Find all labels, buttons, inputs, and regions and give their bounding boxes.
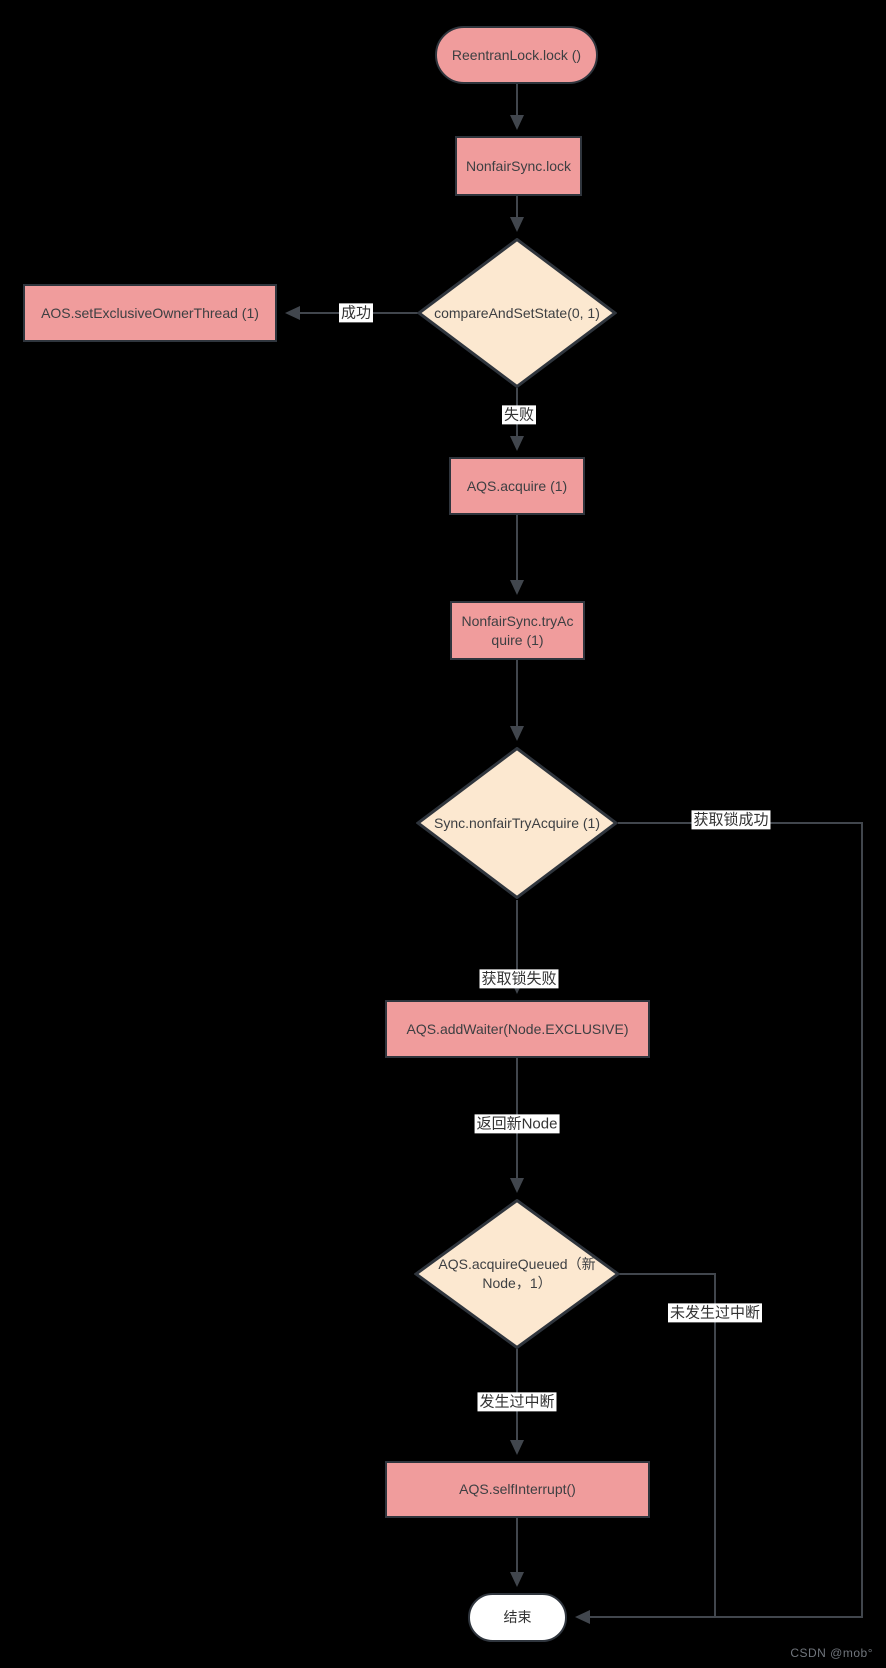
node-nonfairsync-lock-label: NonfairSync.lock xyxy=(465,157,572,174)
edge-label-no-interrupt: 未发生过中断 xyxy=(667,1303,763,1323)
node-nonfairsync-tryacquire: NonfairSync.tryAcquire (1) xyxy=(450,601,585,660)
edge-label-interrupted: 发生过中断 xyxy=(477,1392,557,1412)
node-aqs-acquire: AQS.acquire (1) xyxy=(449,457,585,515)
node-aqs-acquirequeued: AQS.acquireQueued（新Node，1） xyxy=(414,1199,620,1349)
diamond-shape xyxy=(416,747,618,899)
node-aqs-selfinterrupt-label: AQS.selfInterrupt() xyxy=(459,1481,576,1498)
edge-label-return-new-node: 返回新Node xyxy=(474,1114,560,1134)
edge-label-success: 成功 xyxy=(338,303,374,323)
node-aqs-addwaiter: AQS.addWaiter(Node.EXCLUSIVE) xyxy=(385,1000,650,1058)
node-sync-nonfairtryacquire-label: Sync.nonfairTryAcquire (1) xyxy=(434,814,600,831)
node-sync-nonfairtryacquire: Sync.nonfairTryAcquire (1) xyxy=(416,747,618,899)
diamond-shape xyxy=(414,1199,620,1349)
node-reentranlock-lock: ReentranLock.lock () xyxy=(435,26,598,84)
node-nonfairsync-tryacquire-label: NonfairSync.tryAcquire (1) xyxy=(461,612,574,648)
diamond-shape xyxy=(417,238,617,388)
edge-acquirequeued-to-end xyxy=(618,1273,716,1616)
node-compareandsetstate-label: compareAndSetState(0, 1) xyxy=(434,304,600,321)
node-aos-setexclusiveownerthread-label: AOS.setExclusiveOwnerThread (1) xyxy=(41,304,259,321)
node-aqs-acquire-label: AQS.acquire (1) xyxy=(466,477,568,494)
edge-label-lock-success: 获取锁成功 xyxy=(691,810,771,830)
node-aqs-addwaiter-label: AQS.addWaiter(Node.EXCLUSIVE) xyxy=(406,1020,629,1037)
node-aos-setexclusiveownerthread: AOS.setExclusiveOwnerThread (1) xyxy=(23,284,277,342)
node-reentranlock-lock-label: ReentranLock.lock () xyxy=(451,46,582,63)
node-end-label: 结束 xyxy=(503,1609,532,1626)
node-compareandsetstate: compareAndSetState(0, 1) xyxy=(417,238,617,388)
edge-label-lock-fail: 获取锁失败 xyxy=(479,969,559,989)
edge-label-fail: 失败 xyxy=(501,405,537,425)
watermark: CSDN @mob° xyxy=(790,1646,873,1660)
node-nonfairsync-lock: NonfairSync.lock xyxy=(455,136,582,196)
node-aqs-selfinterrupt: AQS.selfInterrupt() xyxy=(385,1461,650,1518)
node-aqs-acquirequeued-label: AQS.acquireQueued（新Node，1） xyxy=(438,1256,596,1291)
node-end: 结束 xyxy=(468,1593,567,1642)
